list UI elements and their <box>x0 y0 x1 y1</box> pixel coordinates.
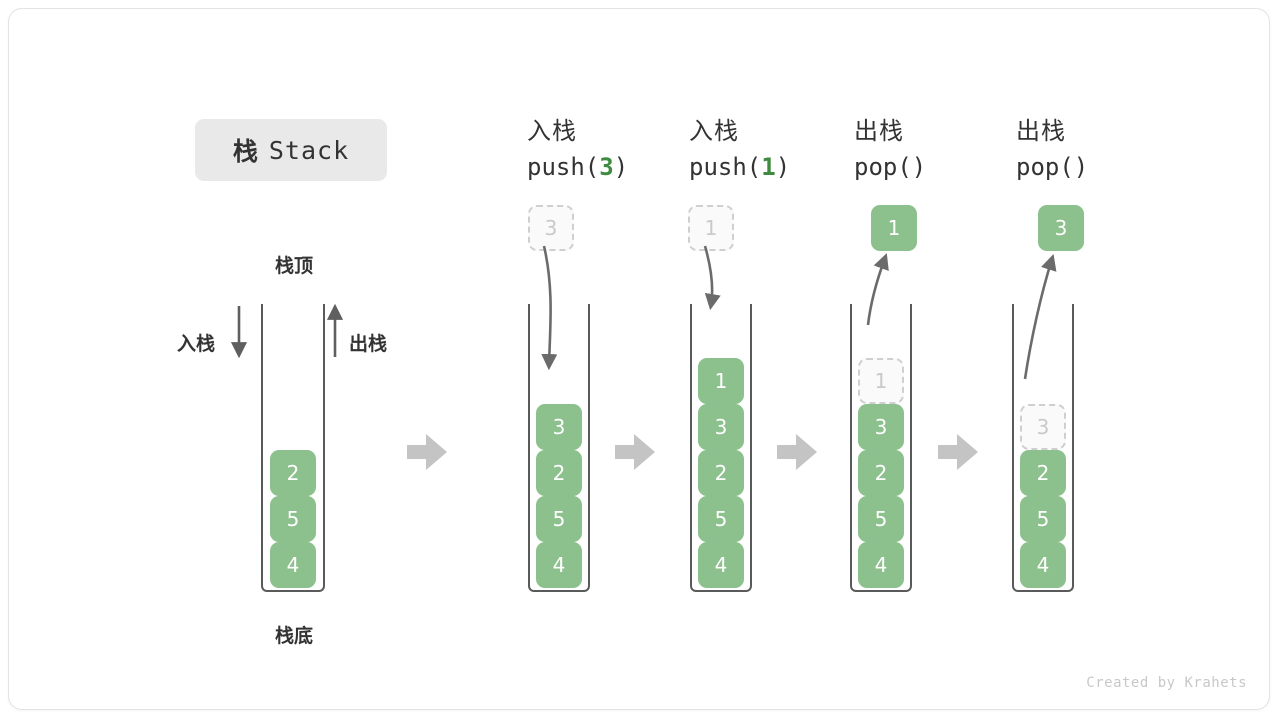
block-arrow-right-icon <box>407 434 447 470</box>
step-header-pop-1: 出栈 pop() <box>854 113 1014 185</box>
step-op-cn: 入栈 <box>689 117 739 145</box>
step-op-code: push(1) <box>689 153 791 181</box>
step-op-code: pop() <box>1016 153 1089 181</box>
stack-cell: 2 <box>858 450 904 496</box>
floating-cell-push-3: 3 <box>528 205 574 251</box>
stack-cell: 3 <box>1020 404 1066 450</box>
floating-cell-pop-1: 1 <box>871 205 917 251</box>
stack-cell: 5 <box>858 496 904 542</box>
stack-cell: 3 <box>698 404 744 450</box>
step-header-push-3: 入栈 push(3) <box>527 113 687 185</box>
diagram-title-badge: 栈 Stack <box>195 119 387 181</box>
stack-cell: 5 <box>536 496 582 542</box>
push-legend-label: 入栈 <box>177 333 216 355</box>
stack-cells-pop-1: 1 3 2 5 4 <box>850 304 912 592</box>
watermark-credit: Created by Krahets <box>1086 675 1247 691</box>
step-op-cn: 出栈 <box>854 117 904 145</box>
stack-cells-push-1: 1 3 2 5 4 <box>690 304 752 592</box>
stack-cell: 1 <box>858 358 904 404</box>
step-op-arg: 3 <box>599 153 614 181</box>
stack-container-pop-1 <box>850 304 912 592</box>
stack-container-pop-3 <box>1012 304 1074 592</box>
step-op-code: push(3) <box>527 153 629 181</box>
block-arrow-right-icon <box>938 434 978 470</box>
stack-cell: 3 <box>536 404 582 450</box>
step-header-push-1: 入栈 push(1) <box>689 113 849 185</box>
stack-cell: 2 <box>698 450 744 496</box>
stack-cell: 4 <box>698 542 744 588</box>
stack-cell: 4 <box>858 542 904 588</box>
pop-legend-label: 出栈 <box>349 333 388 355</box>
stack-cells-pop-3: 3 2 5 4 <box>1012 304 1074 592</box>
step-op-arg: 1 <box>761 153 776 181</box>
block-arrow-right-icon <box>777 434 817 470</box>
stack-container-push-3 <box>528 304 590 592</box>
stack-bottom-label: 栈底 <box>274 625 313 647</box>
title-cn: 栈 <box>232 137 259 166</box>
stack-container-initial <box>261 304 325 592</box>
stack-cell: 2 <box>1020 450 1066 496</box>
stack-cells-initial: 2 5 4 <box>261 304 325 592</box>
stack-cell: 1 <box>698 358 744 404</box>
step-header-pop-3: 出栈 pop() <box>1016 113 1176 185</box>
stack-cells-push-3: 3 2 5 4 <box>528 304 590 592</box>
floating-cell-pop-3: 3 <box>1038 205 1084 251</box>
curved-arrow-down-icon-push-1 <box>703 245 721 311</box>
stack-cell: 4 <box>270 542 316 588</box>
block-arrow-right-icon <box>615 434 655 470</box>
stack-cell: 4 <box>536 542 582 588</box>
stack-top-label: 栈顶 <box>274 255 313 277</box>
step-op-code: pop() <box>854 153 927 181</box>
floating-cell-push-1: 1 <box>688 205 734 251</box>
stack-cell: 5 <box>698 496 744 542</box>
diagram-card: 栈 Stack 栈顶 入栈 出栈 栈底 2 5 4 入栈 push(3) 3 3… <box>8 8 1270 710</box>
stack-cell: 5 <box>270 496 316 542</box>
stack-cell: 2 <box>270 450 316 496</box>
stack-cell: 2 <box>536 450 582 496</box>
stack-cell: 3 <box>858 404 904 450</box>
step-op-cn: 出栈 <box>1016 117 1066 145</box>
step-op-cn: 入栈 <box>527 117 577 145</box>
stack-cell: 4 <box>1020 542 1066 588</box>
stack-cell: 5 <box>1020 496 1066 542</box>
stack-container-push-1 <box>690 304 752 592</box>
title-en: Stack <box>268 135 350 165</box>
